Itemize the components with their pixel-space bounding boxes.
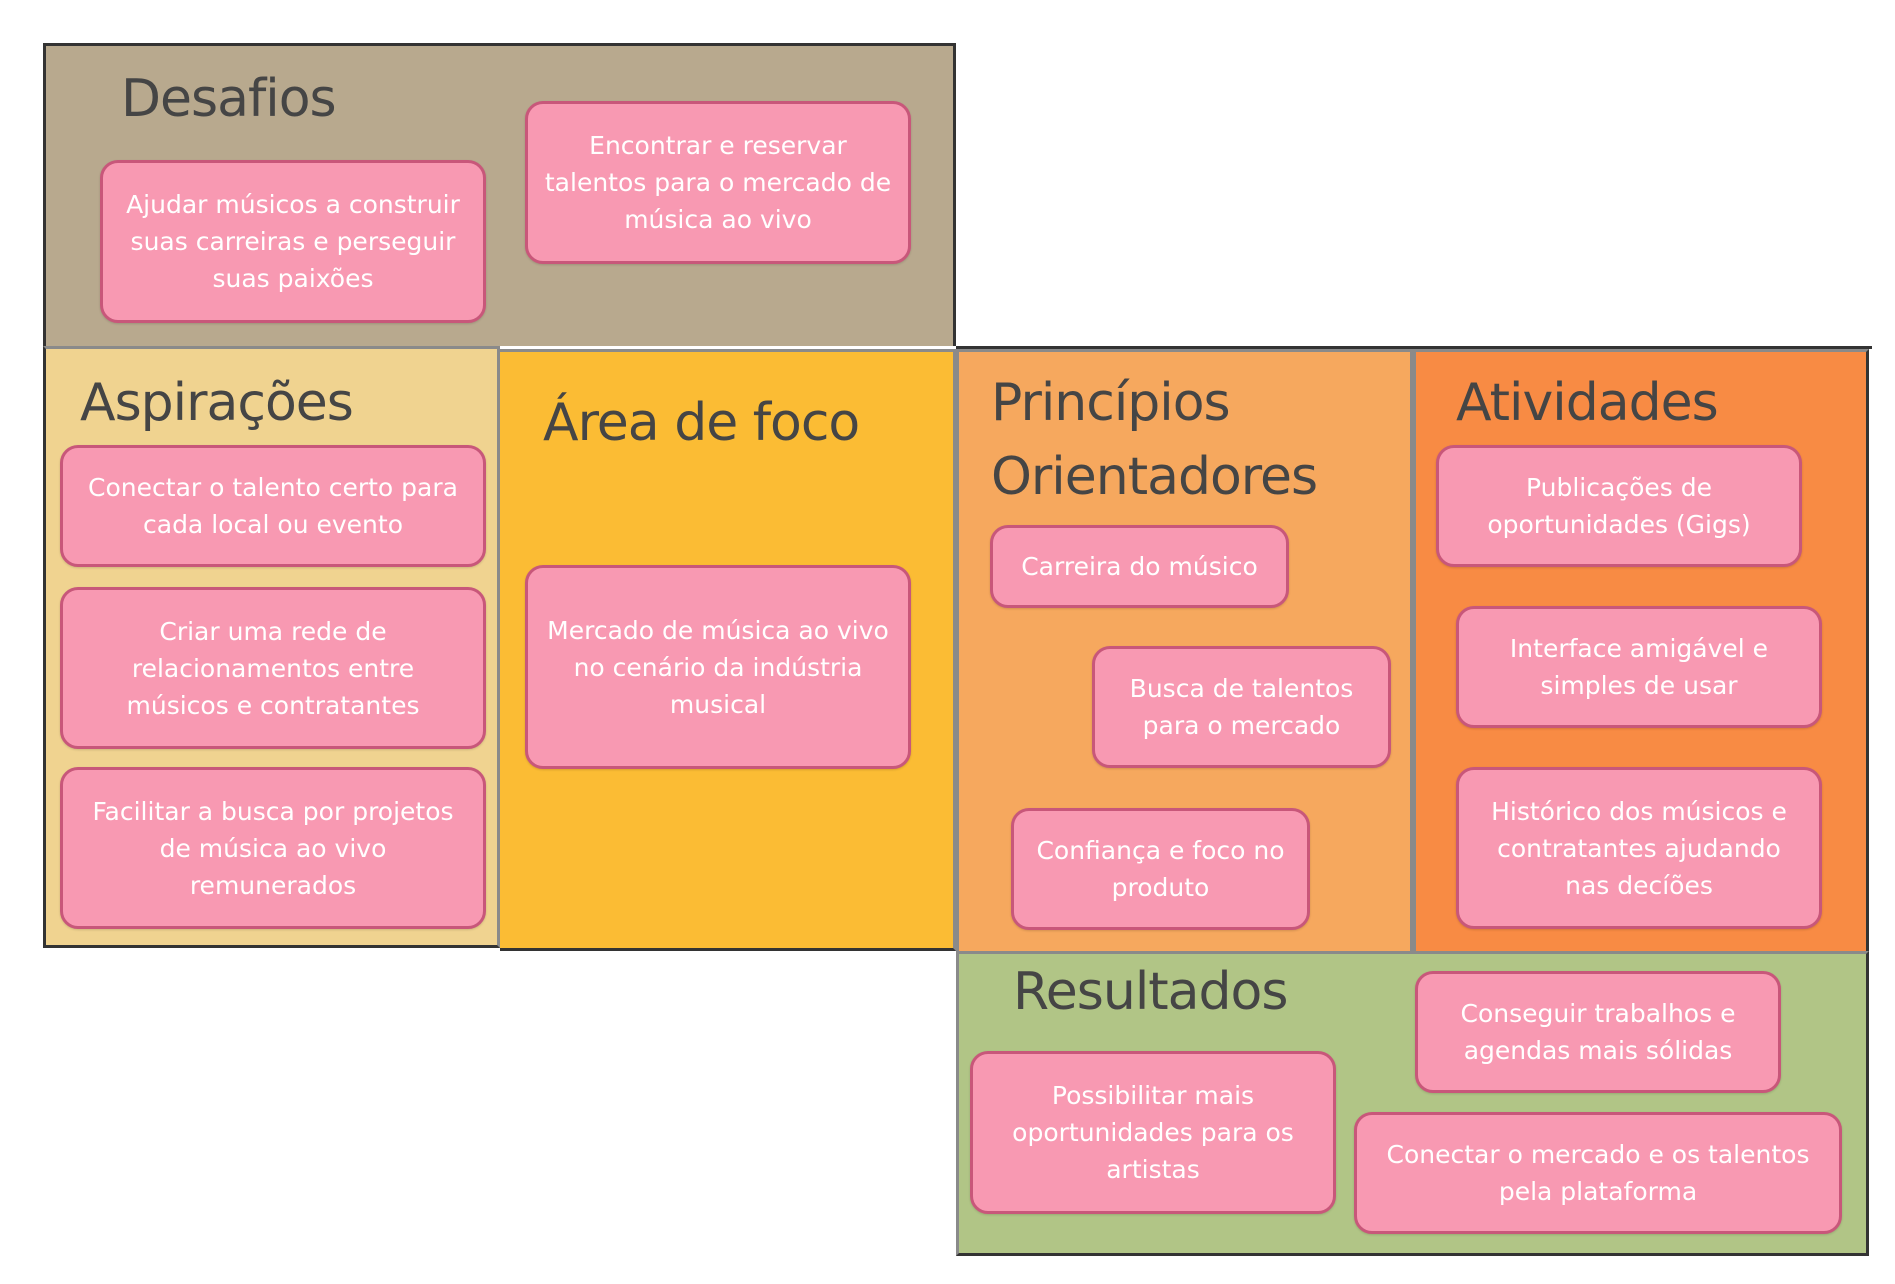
card-resultado-2[interactable]: Possibilitar mais oportunidades para os …	[970, 1051, 1336, 1214]
card-resultado-1[interactable]: Conseguir trabalhos e agendas mais sólid…	[1415, 971, 1781, 1093]
card-atividade-3[interactable]: Histórico dos músicos e contratantes aju…	[1456, 767, 1822, 929]
section-title-area-de-foco: Área de foco	[543, 393, 860, 453]
card-aspiracao-2[interactable]: Criar uma rede de relacionamentos entre …	[60, 587, 486, 749]
section-title-resultados: Resultados	[1013, 962, 1288, 1022]
card-principio-1[interactable]: Carreira do músico	[990, 525, 1289, 608]
card-area-de-foco-1[interactable]: Mercado de música ao vivo no cenário da …	[525, 565, 911, 769]
section-title-principios-line1: Princípios	[991, 373, 1231, 433]
card-principio-2[interactable]: Busca de talentos para o mercado	[1092, 646, 1391, 768]
frame-top-right-edge	[956, 346, 1872, 349]
card-atividade-1[interactable]: Publicações de oportunidades (Gigs)	[1436, 445, 1802, 567]
card-principio-3[interactable]: Confiança e foco no produto	[1011, 808, 1310, 930]
section-title-aspiracoes: Aspirações	[80, 373, 354, 433]
card-aspiracao-1[interactable]: Conectar o talento certo para cada local…	[60, 445, 486, 567]
card-aspiracao-3[interactable]: Facilitar a busca por projetos de música…	[60, 767, 486, 929]
card-desafio-1[interactable]: Ajudar músicos a construir suas carreira…	[100, 160, 486, 323]
card-atividade-2[interactable]: Interface amigável e simples de usar	[1456, 606, 1822, 728]
section-title-atividades: Atividades	[1456, 373, 1719, 433]
card-resultado-3[interactable]: Conectar o mercado e os talentos pela pl…	[1354, 1112, 1842, 1234]
section-title-principios-line2: Orientadores	[991, 447, 1318, 507]
card-desafio-2[interactable]: Encontrar e reservar talentos para o mer…	[525, 101, 911, 264]
section-title-desafios: Desafios	[121, 69, 337, 129]
